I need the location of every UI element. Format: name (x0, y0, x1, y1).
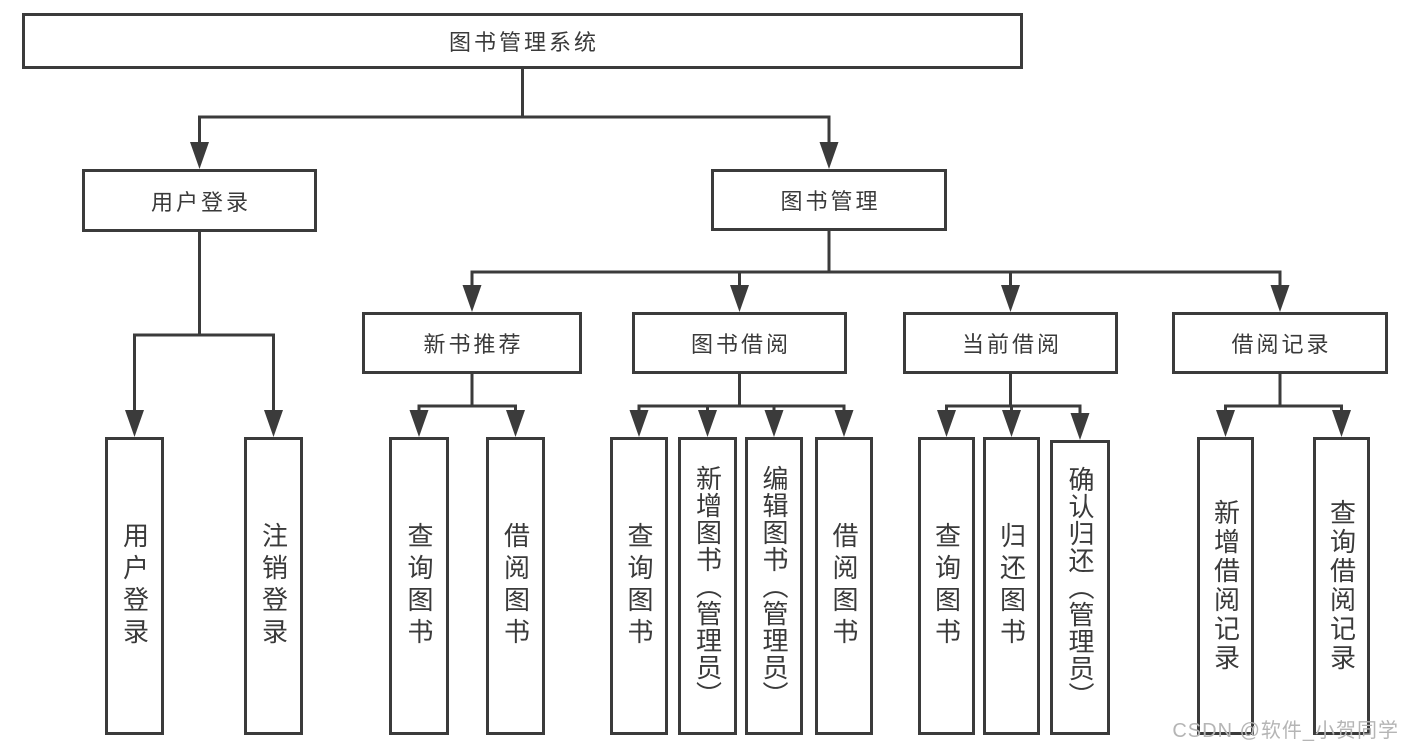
arrowhead-icon (190, 142, 209, 169)
node-label: 查询图书 (931, 522, 962, 650)
node-label: 新增图书（管理员） (692, 464, 723, 708)
node-cb-confirm-return: 确认归还（管理员） (1050, 440, 1110, 735)
node-label: 确认归还（管理员） (1065, 466, 1095, 709)
node-bb-borrow-books: 借阅图书 (815, 437, 873, 735)
arrowhead-icon (698, 410, 717, 437)
arrowhead-icon (629, 410, 649, 437)
arrowhead-icon (1070, 413, 1090, 440)
arrowhead-icon (1002, 410, 1021, 437)
arrowhead-icon (1001, 285, 1020, 312)
node-label: 借阅图书 (829, 522, 859, 650)
arrowhead-icon (125, 410, 144, 437)
arrowhead-icon (264, 410, 283, 437)
arrowhead-icon (1332, 410, 1351, 437)
arrowhead-icon (506, 410, 525, 437)
node-bb-query-books: 查询图书 (610, 437, 668, 735)
node-user-login-group: 用户登录 (82, 169, 317, 232)
node-label: 图书管理系统 (448, 30, 599, 55)
node-nbr-borrow-books: 借阅图书 (486, 437, 545, 735)
node-label: 注销登录 (258, 522, 289, 650)
node-label: 借阅图书 (500, 522, 531, 650)
node-logout: 注销登录 (244, 437, 303, 735)
node-label: 图书管理 (780, 189, 881, 214)
node-label: 查询图书 (404, 522, 434, 650)
node-borrow-records: 借阅记录 (1172, 312, 1388, 374)
arrowhead-icon (730, 285, 749, 312)
node-label: 图书借阅 (690, 332, 791, 357)
node-label: 用户登录 (150, 189, 251, 215)
node-bb-add-books: 新增图书（管理员） (678, 437, 737, 735)
node-root: 图书管理系统 (22, 13, 1023, 69)
arrowhead-icon (834, 410, 854, 437)
node-br-query-record: 查询借阅记录 (1313, 437, 1370, 735)
arrowhead-icon (764, 410, 784, 437)
node-current-borrow: 当前借阅 (903, 312, 1118, 374)
node-br-add-record: 新增借阅记录 (1197, 437, 1254, 735)
node-label: 用户登录 (119, 522, 150, 650)
node-label: 新增借阅记录 (1210, 499, 1241, 673)
node-label: 编辑图书（管理员） (759, 464, 789, 708)
arrowhead-icon (937, 410, 956, 437)
arrowhead-icon (819, 142, 839, 169)
node-user-login: 用户登录 (105, 437, 164, 735)
node-new-book-recommend: 新书推荐 (362, 312, 582, 374)
node-label: 查询借阅记录 (1326, 499, 1357, 673)
node-label: 新书推荐 (423, 332, 524, 357)
node-label: 借阅记录 (1231, 332, 1332, 357)
node-label: 归还图书 (996, 522, 1027, 650)
arrowhead-icon (409, 410, 429, 437)
node-label: 查询图书 (624, 522, 654, 650)
node-book-borrow: 图书借阅 (632, 312, 847, 374)
arrowhead-icon (1216, 410, 1235, 437)
arrowhead-icon (462, 285, 482, 312)
node-cb-query-books: 查询图书 (918, 437, 975, 735)
node-book-management: 图书管理 (711, 169, 947, 231)
node-nbr-query-books: 查询图书 (389, 437, 449, 735)
node-cb-return-books: 归还图书 (983, 437, 1040, 735)
node-bb-edit-books: 编辑图书（管理员） (745, 437, 803, 735)
node-label: 当前借阅 (961, 332, 1062, 357)
watermark: CSDN @软件_小贺同学 (1172, 720, 1399, 742)
arrowhead-icon (1270, 285, 1290, 312)
